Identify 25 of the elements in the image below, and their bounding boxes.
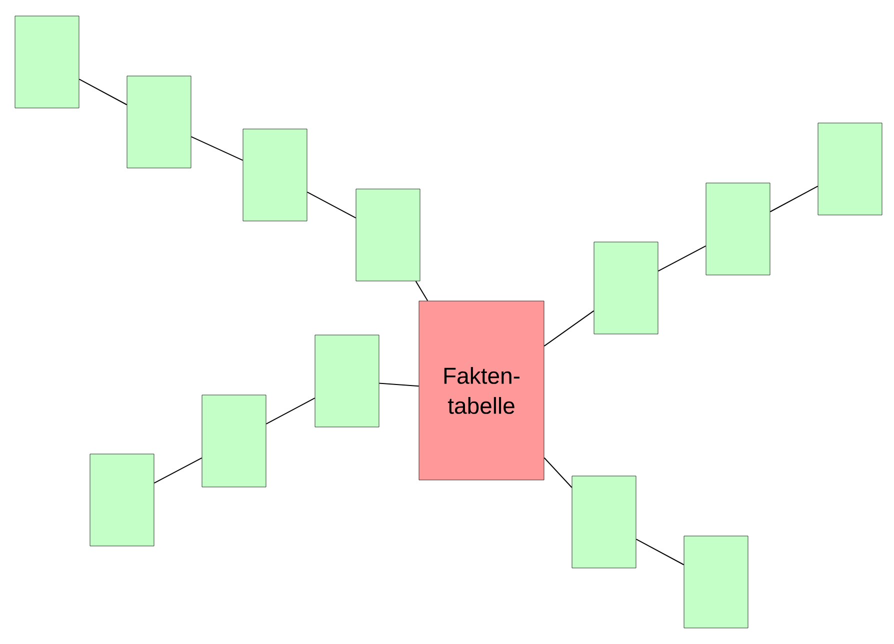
connector-line [544,457,572,488]
empty-box [202,394,266,488]
empty-box [572,476,636,568]
connector-line [78,78,128,106]
empty-box [14,16,80,108]
connector-line [154,457,202,484]
connector-line [306,192,356,218]
empty-box [706,182,770,276]
empty-box [818,122,882,216]
connector-line [636,538,684,566]
connector-line [658,245,706,272]
connector-line [770,186,818,212]
connector-line [266,398,316,424]
empty-box [356,188,420,282]
connector-line [378,382,420,387]
empty-box [314,334,380,428]
fact-table-box: Fakten- tabelle [418,300,544,480]
empty-box [126,76,192,168]
connector-line [415,280,428,302]
empty-box [684,536,748,628]
empty-box [90,454,154,546]
empty-box [242,128,308,222]
empty-box [594,242,658,334]
connector-line [544,310,594,347]
connector-line [190,136,244,161]
